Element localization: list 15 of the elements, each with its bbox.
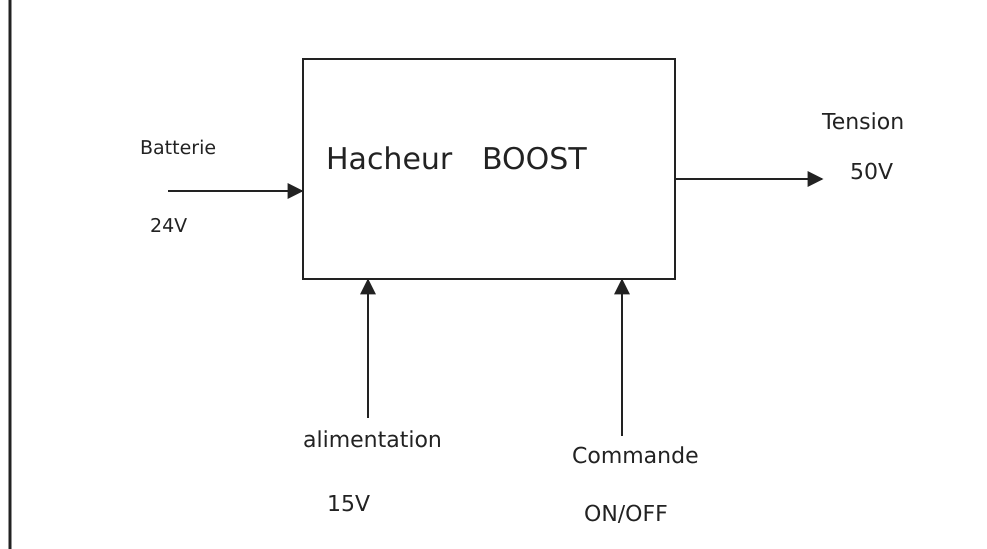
signal-label: alimentation bbox=[303, 428, 442, 453]
arrow bbox=[676, 171, 824, 187]
box-label: Hacheur bbox=[326, 142, 452, 177]
arrow bbox=[360, 278, 376, 418]
box-label: BOOST bbox=[482, 142, 587, 177]
signal-label: 50V bbox=[850, 160, 894, 185]
signal-label: Commande bbox=[572, 444, 699, 469]
signal-label: Batterie bbox=[140, 137, 216, 159]
process-box bbox=[302, 58, 676, 280]
signal-label: 24V bbox=[150, 215, 188, 237]
signal-label: 15V bbox=[327, 492, 370, 517]
arrow bbox=[614, 278, 630, 436]
signal-label: ON/OFF bbox=[584, 502, 668, 527]
arrow bbox=[168, 183, 304, 199]
signal-label: Tension bbox=[822, 110, 904, 135]
